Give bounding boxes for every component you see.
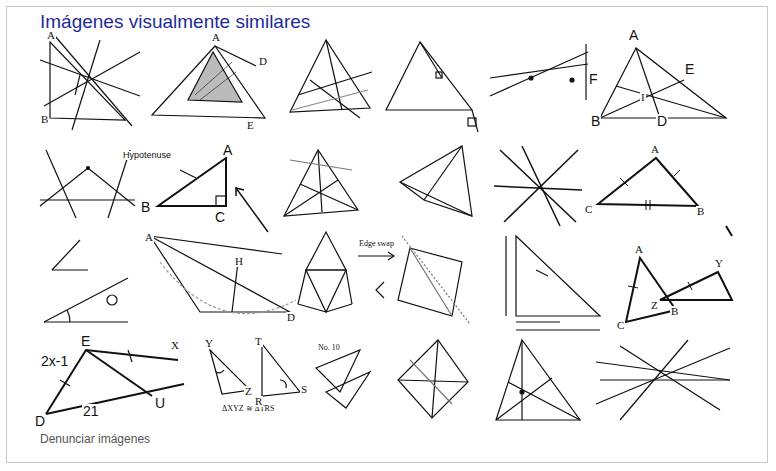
point-label: I	[640, 92, 646, 103]
point-label: B	[140, 200, 151, 214]
point-label: B	[696, 206, 705, 217]
thumb-triangle-medians	[600, 48, 726, 118]
thumb-right-triangle	[158, 158, 268, 232]
point-label: B	[40, 114, 49, 125]
thumb-triangle-trs	[262, 344, 300, 396]
thumb-converging-lines	[596, 340, 730, 420]
expression-label: 21	[82, 404, 100, 418]
point-label: A	[222, 143, 233, 157]
point-label: E	[246, 120, 255, 131]
point-label: Z	[244, 386, 253, 397]
thumb-triangle-lines	[40, 36, 140, 130]
thumb-triangle-circle	[150, 236, 296, 314]
point-label: E	[80, 334, 91, 348]
point-label: R	[254, 396, 263, 407]
point-label: B	[670, 306, 679, 317]
thumb-angles	[44, 240, 128, 322]
point-label: A	[634, 244, 644, 255]
point-label: Y	[204, 338, 214, 349]
point-label: S	[300, 384, 308, 395]
point-label: A	[144, 232, 154, 243]
point-label: U	[154, 396, 166, 410]
thumb-isosceles	[598, 158, 732, 236]
thumb-perpendiculars	[40, 150, 135, 218]
point-label: F	[588, 72, 599, 86]
point-label: C	[616, 320, 625, 331]
thumb-triangle-bisectors	[290, 40, 372, 118]
point-label: D	[258, 56, 268, 67]
point-label: A	[46, 30, 56, 41]
point-label: B	[590, 114, 601, 128]
thumb-measured-square	[376, 236, 470, 324]
point-label: Z	[650, 300, 659, 311]
point-label: T	[254, 336, 263, 347]
side-label: Hypotenuse	[122, 151, 172, 160]
point-label: C	[584, 204, 593, 215]
point-label: D	[34, 414, 46, 428]
thumb-crossing-lines	[494, 146, 582, 226]
point-label: E	[684, 62, 695, 76]
thumb-two-lines	[490, 44, 588, 100]
point-label: A	[628, 28, 639, 42]
point-label: X	[170, 340, 180, 351]
thumb-shaded-triangle	[152, 46, 265, 118]
report-link: Denunciar imágenes	[40, 433, 150, 445]
congruence-label: ΔXYZ ≅ ΔTRS	[222, 405, 274, 413]
point-label: A	[211, 32, 221, 43]
thumb-right-triangle-arrows	[506, 236, 600, 330]
point-label: D	[286, 312, 296, 323]
results-panel	[6, 6, 768, 463]
thumb-quadrilateral	[400, 146, 472, 216]
point-label: C	[214, 210, 226, 224]
panel-title: Imágenes visualmente similares	[40, 12, 310, 31]
thumb-triangle-altitude	[386, 42, 478, 132]
caption-label: Edge swap	[359, 240, 394, 248]
point-label: H	[234, 256, 244, 267]
figure-number: No. 10	[318, 344, 340, 352]
thumb-kite	[398, 340, 468, 418]
expression-label: 2x-1	[40, 354, 69, 368]
thumb-congruent	[626, 258, 732, 322]
point-label: A	[650, 144, 660, 155]
thumb-overlapping-triangles	[316, 350, 370, 408]
point-label: D	[656, 114, 668, 128]
thumb-mesh	[298, 232, 394, 312]
point-label: Y	[714, 258, 724, 269]
thumb-orthocenter	[496, 340, 580, 420]
thumb-triangle-center	[284, 150, 358, 216]
